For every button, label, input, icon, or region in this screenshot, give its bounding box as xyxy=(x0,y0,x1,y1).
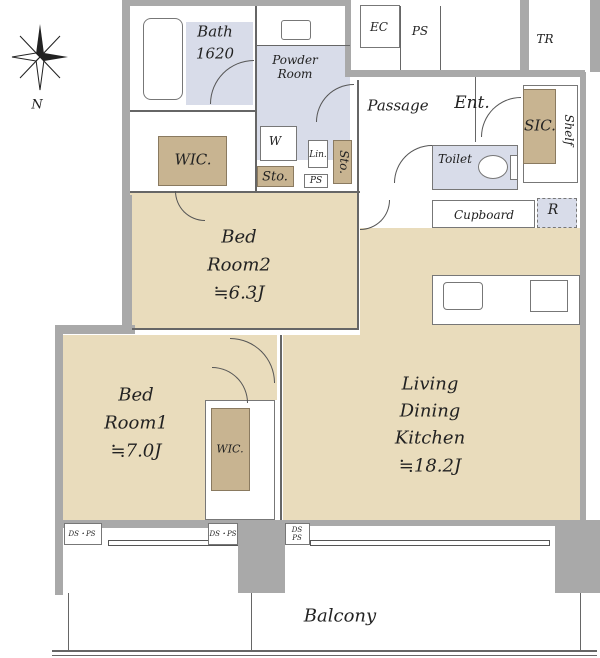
bedroom2-line2: Room2 xyxy=(207,254,271,276)
partition xyxy=(400,6,401,70)
ec-box xyxy=(360,5,400,48)
bath-name: Bath xyxy=(197,22,233,41)
ldk-line3: Kitchen xyxy=(394,427,466,449)
ldk-line2: Dining xyxy=(399,400,461,422)
north-label: N xyxy=(31,97,43,113)
wic-bottom-label: WIC. xyxy=(216,442,244,456)
storage-vertical-label: Sto. xyxy=(336,150,351,174)
bedroom1-line1: Bed xyxy=(118,384,154,406)
wic-top xyxy=(158,136,227,186)
refrigerator-space xyxy=(537,198,577,228)
wall xyxy=(122,195,132,330)
column xyxy=(555,520,600,593)
bedroom1-size: ≒7.0J xyxy=(110,440,162,462)
storage-small-label: Sto. xyxy=(262,169,288,185)
ds-ps-left-label: DS・PS xyxy=(68,529,96,538)
wall xyxy=(580,72,586,527)
ds-ps-mid-label: DS・PS xyxy=(209,529,237,538)
wall xyxy=(345,70,585,77)
partition xyxy=(255,6,257,191)
balcony-label: Balcony xyxy=(303,605,377,627)
ps-mid-box xyxy=(304,174,328,188)
balcony-partition xyxy=(68,593,69,650)
toilet-door[interactable] xyxy=(394,145,432,183)
cooktop xyxy=(530,280,568,312)
balcony-railing xyxy=(52,655,597,656)
ps-top-label: PS xyxy=(411,24,429,39)
bedroom1-line2: Room1 xyxy=(104,412,168,434)
partition xyxy=(357,80,359,330)
storage-small xyxy=(257,166,294,187)
linen-closet xyxy=(308,140,328,168)
passage-label: Passage xyxy=(367,96,429,115)
wall xyxy=(122,0,350,6)
linen-label: Lin. xyxy=(309,149,327,160)
ps-mid-label: PS xyxy=(309,175,323,186)
balcony-partition xyxy=(251,593,252,650)
toilet-label: Toilet xyxy=(438,152,472,167)
cupboard-label: Cupboard xyxy=(453,208,515,223)
balcony-railing xyxy=(52,650,597,652)
wall xyxy=(122,0,130,200)
wall xyxy=(590,0,600,72)
tr-label: TR xyxy=(536,32,554,47)
bedroom2-area xyxy=(130,193,358,328)
sic-closet xyxy=(523,89,556,164)
wall xyxy=(345,0,351,76)
sic-label: SIC. xyxy=(524,116,556,135)
ldk-area-lower xyxy=(283,335,580,524)
storage-vertical xyxy=(333,140,352,184)
partition xyxy=(132,328,358,330)
ds-ps-right-box xyxy=(285,523,310,545)
ds-ps-mid-box xyxy=(208,523,238,545)
wall xyxy=(55,325,63,595)
partition xyxy=(280,335,282,520)
bedroom2-line1: Bed xyxy=(221,226,257,248)
wall xyxy=(285,520,555,526)
partition xyxy=(130,191,360,193)
bedroom1-area xyxy=(63,335,205,521)
washbasin xyxy=(281,20,311,40)
bedroom2-size: ≒6.3J xyxy=(213,282,265,304)
entrance-label: Ent. xyxy=(454,93,490,114)
ldk-size: ≒18.2J xyxy=(398,455,462,477)
wic-top-label: WIC. xyxy=(174,150,212,169)
bath-size: 1620 xyxy=(195,44,235,63)
ldk-door[interactable] xyxy=(360,200,390,230)
wall xyxy=(55,520,240,528)
wall xyxy=(520,0,529,72)
wic-bottom xyxy=(211,408,250,491)
ldk-line1: Living xyxy=(401,373,459,395)
column xyxy=(238,520,285,593)
partition xyxy=(255,45,350,46)
powder-room-label: Powder Room xyxy=(272,53,318,81)
partition xyxy=(475,77,476,142)
partition xyxy=(130,110,255,112)
window-ldk xyxy=(310,540,550,546)
toilet-bowl xyxy=(478,155,508,179)
washer-label: W xyxy=(268,134,282,149)
partition xyxy=(440,6,441,70)
bathtub xyxy=(143,18,183,100)
washer-space xyxy=(260,126,297,161)
balcony-partition xyxy=(580,593,581,650)
ds-ps-right-label: DS PS xyxy=(291,525,303,542)
shelf-label: Shelf xyxy=(561,114,576,146)
refrigerator-label: R xyxy=(547,201,559,218)
wall xyxy=(55,325,135,334)
ds-ps-left-box xyxy=(64,523,102,545)
cupboard xyxy=(432,200,535,228)
kitchen-sink xyxy=(443,282,483,310)
compass-rose-icon xyxy=(11,24,68,91)
toilet-tank xyxy=(510,155,518,180)
ec-label: EC xyxy=(370,20,388,35)
